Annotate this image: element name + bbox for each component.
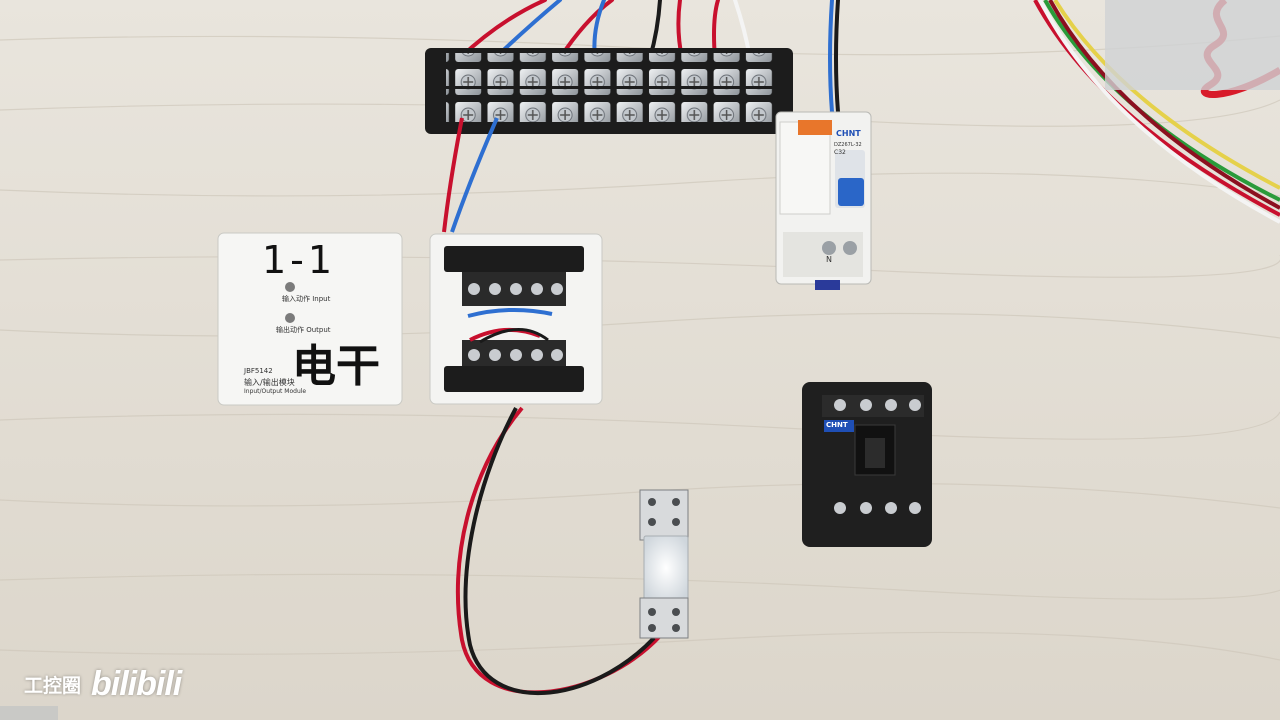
- metal-panel-edge: [1105, 0, 1280, 90]
- breaker-model: DZ267L-32: [834, 142, 862, 148]
- io-module-plate: [217, 232, 403, 406]
- contactor-brand: CHNT: [826, 421, 848, 429]
- module-hand-number: 1-1: [262, 238, 337, 282]
- breaker-brand: CHNT: [836, 129, 861, 138]
- output-led: [285, 313, 295, 323]
- module-hand-text: 电干: [292, 341, 380, 392]
- top-wires: [458, 0, 840, 114]
- output-led-label: 输出动作 Output: [276, 326, 331, 334]
- relay: [639, 489, 689, 639]
- breaker-rating: C32: [834, 149, 846, 156]
- module-model: JBF5142: [244, 367, 273, 375]
- module-name-en: Input/Output Module: [244, 388, 307, 395]
- corner-object: [0, 706, 58, 720]
- bilibili-logo: bilibili: [91, 664, 182, 703]
- terminal-block: [425, 48, 793, 134]
- right-cable-bundle: [1033, 0, 1280, 224]
- input-led: [285, 282, 295, 292]
- module-name-cn: 输入/输出模块: [244, 378, 295, 387]
- twisted-pair-wire: [455, 406, 662, 696]
- input-led-label: 输入动作 Input: [282, 295, 331, 303]
- wires-to-module: [442, 117, 499, 233]
- module-base: [429, 233, 603, 405]
- contactor: [802, 382, 932, 547]
- breaker-terminal-n: N: [826, 255, 832, 264]
- watermark-channel: 工控圈: [24, 674, 82, 697]
- watermark: 工控圈 bilibili: [24, 664, 182, 704]
- circuit-breaker: [775, 111, 872, 290]
